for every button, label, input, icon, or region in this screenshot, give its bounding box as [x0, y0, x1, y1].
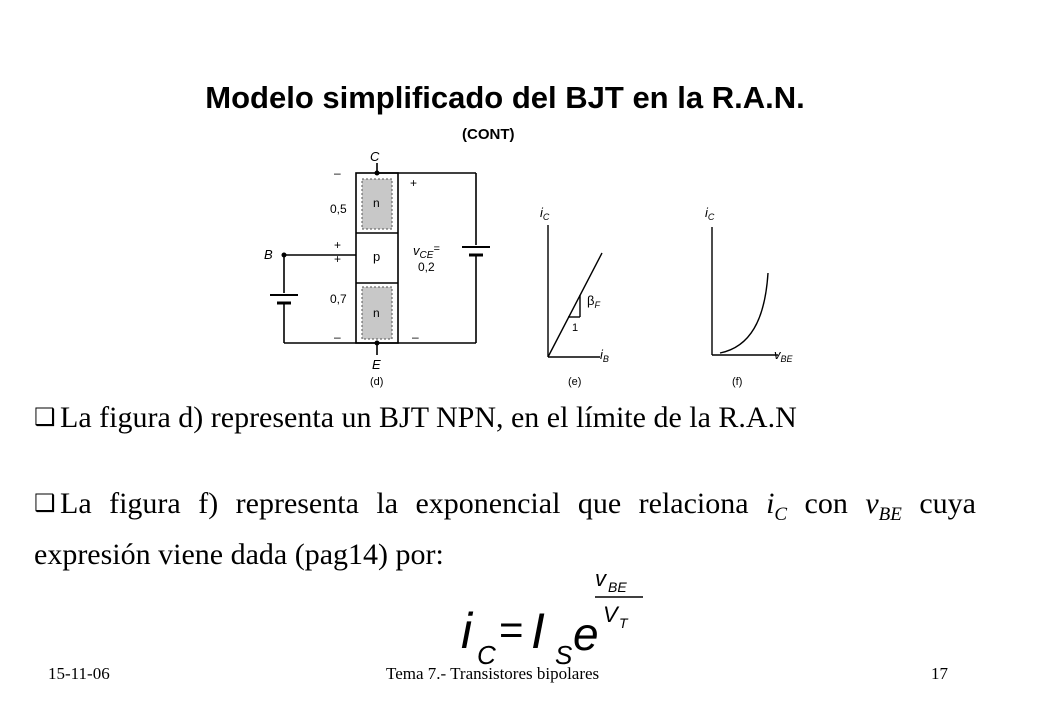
- minus-bottom-right: –: [412, 330, 419, 344]
- ic-subscript: C: [774, 504, 788, 525]
- footer-date: 15-11-06: [48, 664, 110, 683]
- region-top-label: n: [373, 196, 380, 210]
- plus-top-right: +: [410, 176, 417, 190]
- figure-f-plot: [711, 227, 778, 356]
- f-y-label: iC: [705, 205, 715, 222]
- vbe-subscript: BE: [878, 504, 902, 525]
- terminal-e-label: E: [372, 357, 381, 372]
- region-bottom-label: n: [373, 306, 380, 320]
- figure-e-plot: [547, 225, 603, 358]
- svg-text:i: i: [461, 603, 474, 659]
- v-bottom-label: 0,7: [330, 292, 347, 306]
- v-top-label: 0,5: [330, 202, 347, 216]
- emitter-region: [361, 286, 393, 340]
- vce-label: vCE=: [413, 243, 440, 261]
- svg-text:S: S: [555, 640, 573, 670]
- checkbox-bullet-icon: ❑: [34, 489, 56, 517]
- paragraph-2-mid: con: [787, 487, 866, 520]
- e-y-label: iC: [540, 205, 550, 222]
- paragraph-2: ❑La figura f) representa la exponencial …: [34, 483, 976, 575]
- checkbox-bullet-icon: ❑: [34, 403, 56, 431]
- svg-text:I: I: [531, 603, 545, 659]
- terminal-b-label: B: [264, 247, 273, 262]
- svg-text:V: V: [603, 602, 620, 627]
- ic-symbol: i: [766, 487, 775, 520]
- footer-page-number: 17: [931, 664, 948, 683]
- plus-mid-2: +: [334, 252, 341, 266]
- region-mid-label: p: [373, 249, 380, 264]
- minus-bottom-left: –: [334, 330, 341, 344]
- plus-mid-1: +: [334, 238, 341, 252]
- svg-text:C: C: [477, 640, 496, 670]
- f-x-label: vBE: [774, 347, 794, 364]
- bjt-figure: C B E n p n – 0,5 + + 0,7 – + vCE= 0,2 –…: [264, 149, 794, 388]
- e-x-label: iB: [600, 347, 609, 364]
- e-slope-unit: 1: [572, 322, 578, 334]
- paragraph-2-end: cuya expresión viene dada (pag14) por:: [34, 487, 976, 571]
- slide-subtitle: (CONT): [462, 126, 515, 143]
- caption-f: (f): [732, 376, 742, 388]
- e-slope-label: βF: [587, 293, 600, 310]
- svg-text:=: =: [499, 606, 524, 653]
- svg-text:BE: BE: [608, 579, 627, 595]
- footer-topic: Tema 7.- Transistores bipolares: [386, 664, 600, 683]
- emitter-node: [374, 340, 380, 346]
- svg-text:v: v: [595, 570, 608, 591]
- paragraph-1: ❑La figura d) representa un BJT NPN, en …: [34, 397, 976, 438]
- base-node: [281, 252, 287, 258]
- figure-d-circuit: [270, 163, 490, 355]
- exponential-formula: i C = I S e v BE V T: [461, 570, 643, 670]
- svg-text:T: T: [619, 615, 629, 631]
- paragraph-2-start: La figura f) representa la exponencial q…: [60, 487, 767, 520]
- slide-title: Modelo simplificado del BJT en la R.A.N.: [205, 80, 805, 115]
- terminal-c-label: C: [370, 149, 380, 164]
- collector-node: [374, 170, 380, 176]
- caption-e: (e): [568, 376, 581, 388]
- collector-region: [361, 178, 393, 230]
- paragraph-1-text: La figura d) representa un BJT NPN, en e…: [60, 401, 797, 434]
- vce-value: 0,2: [418, 260, 435, 274]
- svg-text:e: e: [573, 608, 599, 660]
- caption-d: (d): [370, 376, 383, 388]
- vbe-symbol: v: [865, 487, 879, 520]
- minus-top-left: –: [334, 166, 341, 180]
